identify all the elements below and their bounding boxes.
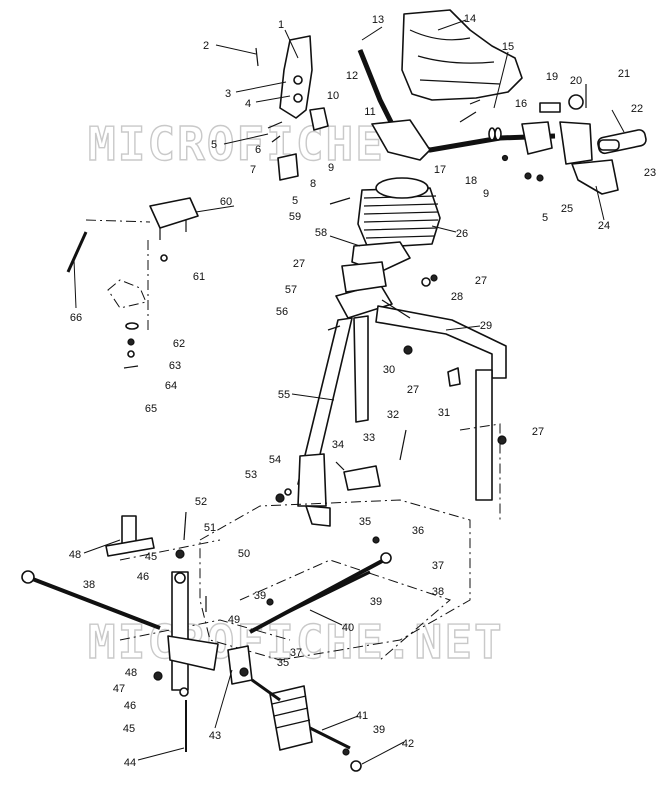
callout-65: 65 [145, 403, 157, 415]
callout-37: 37 [290, 647, 302, 659]
callout-8: 8 [310, 178, 316, 190]
callout-44: 44 [124, 757, 136, 769]
callout-6: 6 [255, 144, 261, 156]
callout-46: 46 [137, 571, 149, 583]
callout-3: 3 [225, 88, 231, 100]
callout-62: 62 [173, 338, 185, 350]
callout-55: 55 [278, 389, 290, 401]
callout-23: 23 [644, 167, 656, 179]
callout-57: 57 [285, 284, 297, 296]
callout-30: 30 [383, 364, 395, 376]
callout-54: 54 [269, 454, 281, 466]
callout-36: 36 [412, 525, 424, 537]
callout-58: 58 [315, 227, 327, 239]
steering-post [275, 261, 393, 527]
callout-50: 50 [238, 548, 250, 560]
callout-27: 27 [475, 275, 487, 287]
callout-40: 40 [342, 622, 354, 634]
frame-rail [335, 274, 507, 501]
callout-52: 52 [195, 496, 207, 508]
callout-10: 10 [327, 90, 339, 102]
callout-38: 38 [83, 579, 95, 591]
spindle [105, 511, 219, 752]
callout-64: 64 [165, 380, 177, 392]
callout-20: 20 [570, 75, 582, 87]
callout-47: 47 [113, 683, 125, 695]
callout-24: 24 [598, 220, 610, 232]
callout-43: 43 [209, 730, 221, 742]
callout-25: 25 [561, 203, 573, 215]
callout-53: 53 [245, 469, 257, 481]
callout-2: 2 [203, 40, 209, 52]
watermark-top: MICROFICHE [88, 117, 385, 171]
callout-41: 41 [356, 710, 368, 722]
callout-29: 29 [480, 320, 492, 332]
callout-63: 63 [169, 360, 181, 372]
callout-45: 45 [123, 723, 135, 735]
seat-cowl [401, 9, 523, 101]
callout-16: 16 [515, 98, 527, 110]
callout-59: 59 [289, 211, 301, 223]
callout-66: 66 [70, 312, 82, 324]
callout-49: 49 [228, 614, 240, 626]
callout-61: 61 [193, 271, 205, 283]
callout-28: 28 [451, 291, 463, 303]
callout-26: 26 [456, 228, 468, 240]
handlebar [357, 49, 647, 195]
leader-lines [73, 19, 625, 765]
callout-11: 11 [364, 106, 375, 118]
callout-48: 48 [69, 549, 81, 561]
watermark-bottom: MICROFICHE.NET [88, 615, 504, 669]
callout-38: 38 [432, 586, 444, 598]
callout-18: 18 [465, 175, 477, 187]
callout-32: 32 [387, 409, 399, 421]
chassis-outline [119, 423, 501, 661]
callout-22: 22 [631, 103, 643, 115]
callout-35: 35 [277, 657, 289, 669]
callout-15: 15 [502, 41, 514, 53]
callout-5: 5 [292, 195, 298, 207]
callout-17: 17 [434, 164, 446, 176]
callout-42: 42 [402, 738, 414, 750]
callout-35: 35 [359, 516, 371, 528]
callout-51: 51 [204, 522, 216, 534]
callout-5: 5 [211, 139, 217, 151]
relay-module [149, 197, 199, 240]
callout-37: 37 [432, 560, 444, 572]
callout-14: 14 [464, 13, 476, 25]
steering-block [329, 177, 441, 273]
callout-5: 5 [542, 212, 548, 224]
callout-46: 46 [124, 700, 136, 712]
callout-48: 48 [125, 667, 137, 679]
callout-21: 21 [618, 68, 630, 80]
callout-27: 27 [532, 426, 544, 438]
ski-and-spring [227, 645, 362, 772]
callout-4: 4 [245, 98, 251, 110]
tie-rods [21, 536, 392, 634]
callout-7: 7 [250, 164, 256, 176]
callout-33: 33 [363, 432, 375, 444]
callout-39: 39 [373, 724, 385, 736]
callout-56: 56 [276, 306, 288, 318]
callout-13: 13 [372, 14, 384, 26]
throttle-cable [66, 219, 168, 369]
callout-9: 9 [483, 188, 489, 200]
callout-12: 12 [346, 70, 358, 82]
callout-27: 27 [293, 258, 305, 270]
callout-19: 19 [546, 71, 558, 83]
callout-1: 1 [278, 19, 284, 31]
callout-45: 45 [145, 551, 157, 563]
callout-9: 9 [328, 162, 334, 174]
callout-34: 34 [332, 439, 344, 451]
callout-39: 39 [370, 596, 382, 608]
callout-60: 60 [220, 196, 232, 208]
callout-27: 27 [407, 384, 419, 396]
callout-31: 31 [438, 407, 450, 419]
switch-bracket [255, 35, 329, 181]
callout-39: 39 [254, 590, 266, 602]
